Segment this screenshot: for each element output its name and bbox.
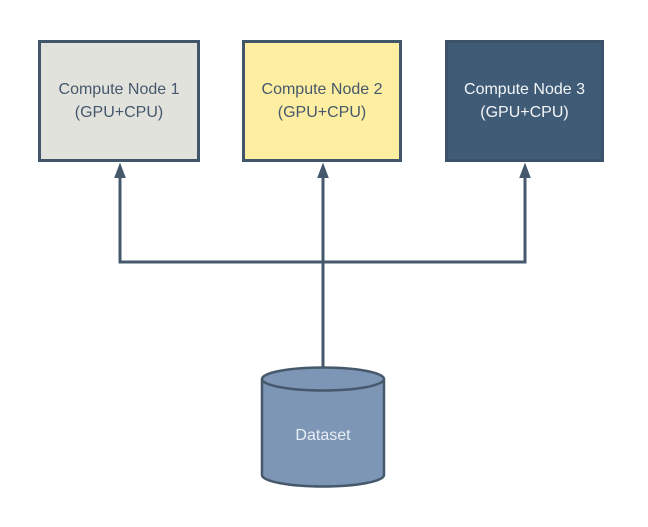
node-compute-2-sublabel: (GPU+CPU): [277, 104, 367, 121]
dataset-cylinder-body: [260, 379, 386, 488]
dataset-label: Dataset: [295, 427, 351, 444]
node-compute-3-label: Compute Node 3: [464, 81, 585, 98]
node-compute-1-label: Compute Node 1: [58, 81, 180, 98]
arrowhead-node3-icon: [519, 162, 531, 178]
dataset-cylinder-top: [260, 366, 386, 392]
node-compute-1-sublabel: (GPU+CPU): [74, 104, 164, 121]
arrowhead-node1-icon: [114, 162, 126, 178]
node-compute-3-sublabel: (GPU+CPU): [480, 104, 569, 121]
node-compute-3: Compute Node 3 (GPU+CPU): [445, 40, 604, 162]
node-compute-1: Compute Node 1 (GPU+CPU): [38, 40, 200, 162]
node-compute-2-label: Compute Node 2: [261, 81, 383, 98]
node-compute-2: Compute Node 2 (GPU+CPU): [242, 40, 402, 162]
arrowhead-node2-icon: [317, 162, 329, 178]
